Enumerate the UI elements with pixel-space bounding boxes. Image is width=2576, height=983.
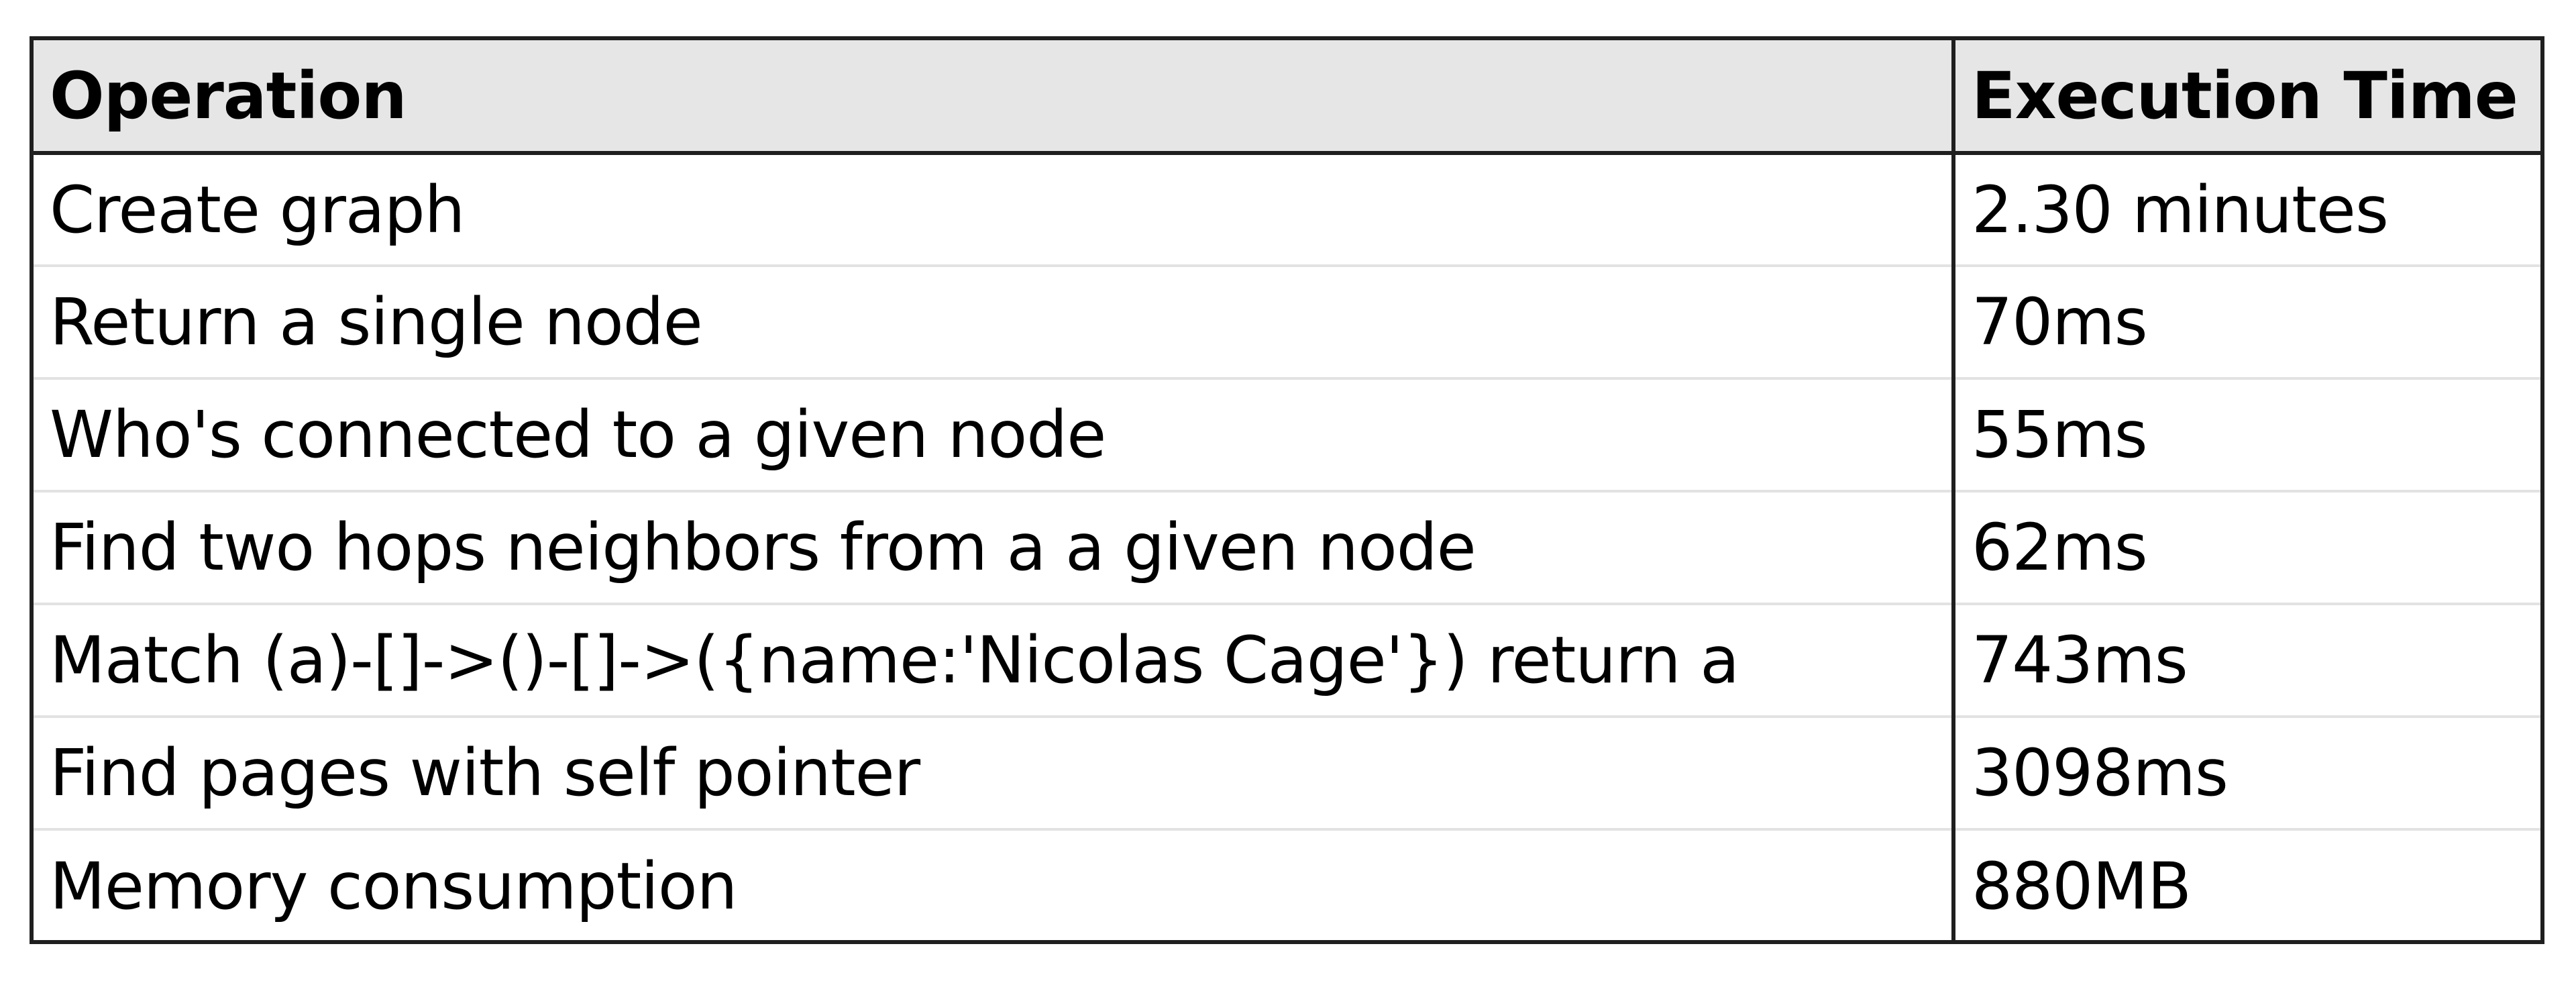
table-row: Create graph 2.30 minutes: [34, 153, 2540, 267]
table-row: Memory consumption 880MB: [34, 829, 2540, 942]
table-row: Find pages with self pointer 3098ms: [34, 717, 2540, 831]
cell-operation: Who's connected to a given node: [34, 378, 1955, 493]
cell-operation: Find pages with self pointer: [34, 717, 1955, 831]
cell-execution-time: 70ms: [1953, 266, 2540, 380]
table-row: Who's connected to a given node 55ms: [34, 378, 2540, 493]
cell-operation: Find two hops neighbors from a a given n…: [34, 491, 1955, 605]
table-row: Return a single node 70ms: [34, 266, 2540, 380]
cell-operation: Create graph: [34, 153, 1955, 267]
benchmark-table: Operation Execution Time Create graph 2.…: [34, 40, 2540, 942]
table-header-row: Operation Execution Time: [34, 40, 2540, 155]
benchmark-table-container: Operation Execution Time Create graph 2.…: [30, 36, 2544, 944]
cell-execution-time: 3098ms: [1953, 717, 2540, 831]
cell-operation: Match (a)-[]->()-[]->({name:'Nicolas Cag…: [34, 604, 1955, 718]
table-row: Match (a)-[]->()-[]->({name:'Nicolas Cag…: [34, 604, 2540, 718]
cell-operation: Return a single node: [34, 266, 1955, 380]
header-operation: Operation: [34, 40, 1955, 155]
cell-execution-time: 55ms: [1953, 378, 2540, 493]
cell-execution-time: 2.30 minutes: [1953, 153, 2540, 267]
table-row: Find two hops neighbors from a a given n…: [34, 491, 2540, 605]
cell-execution-time: 743ms: [1953, 604, 2540, 718]
cell-operation: Memory consumption: [34, 829, 1955, 942]
cell-execution-time: 880MB: [1972, 849, 2192, 924]
cell-execution-time: 62ms: [1953, 491, 2540, 605]
header-execution-time: Execution Time: [1953, 40, 2540, 155]
